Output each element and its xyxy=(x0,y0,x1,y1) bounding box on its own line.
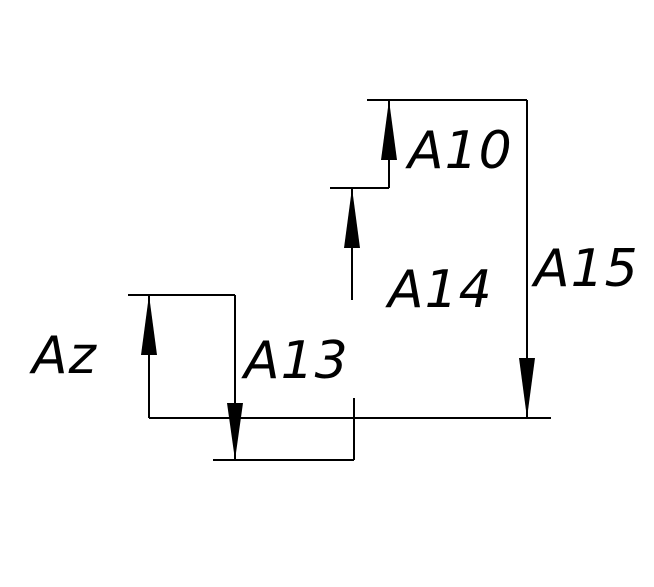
dimension-a15 xyxy=(519,100,535,418)
a15-arrowhead xyxy=(519,358,535,418)
dimension-az xyxy=(128,294,235,418)
label-a10: A10 xyxy=(405,121,513,181)
label-az: Az xyxy=(29,326,98,386)
label-a13: A13 xyxy=(241,331,349,391)
dimension-a14 xyxy=(330,187,389,300)
a14-arrowhead xyxy=(344,188,360,248)
a10-arrowhead xyxy=(381,100,397,160)
label-a14: A14 xyxy=(385,260,493,320)
dimension-a10 xyxy=(367,99,527,188)
a13-arrowhead xyxy=(227,403,243,460)
az-arrowhead xyxy=(141,295,157,355)
label-a15: A15 xyxy=(531,239,639,299)
